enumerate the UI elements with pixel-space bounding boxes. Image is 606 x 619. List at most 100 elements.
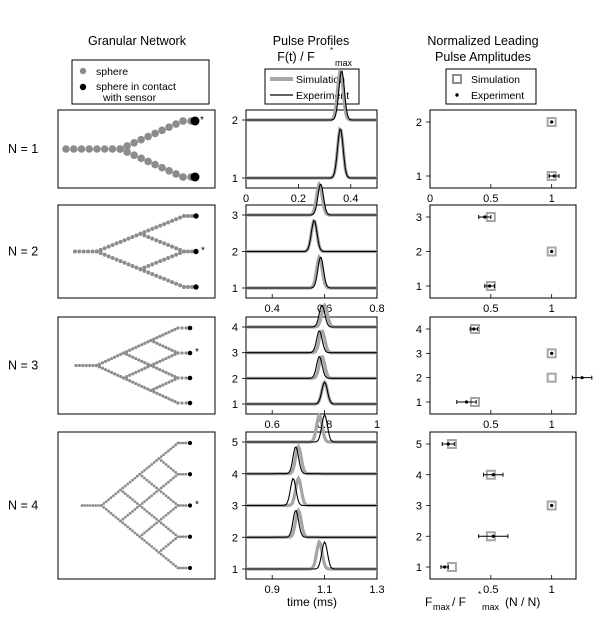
x-tick-label: 1 [549,584,555,596]
network-sphere [123,142,131,150]
network-sphere [167,527,170,531]
simulation-profile [246,539,377,571]
simulation-profile [246,126,377,180]
experiment-marker [446,442,450,446]
network-sphere [171,562,175,566]
amplitude-panel-border [429,431,577,580]
network-sphere [167,397,171,401]
network-sphere [135,474,139,478]
network-sphere [147,496,151,500]
network-sphere [179,472,183,476]
experiment-profile [246,304,377,328]
network-sphere [133,500,137,503]
channel-label: 1 [232,399,238,411]
sensor-sphere [190,116,200,126]
network-sphere [170,379,174,383]
network-legend: sphere sphere in contact with sensor [71,59,210,105]
network-sphere [173,327,177,331]
network-sphere [178,215,183,220]
network-sphere [164,331,168,336]
x-tick-label: 0.8 [317,419,332,431]
sensor-sphere [187,503,193,508]
network-sphere [150,463,154,466]
network-sphere [164,513,168,517]
network-sphere [158,368,162,372]
profiles-column-title: Pulse Profiles [273,34,349,48]
amplitude-panel-border [429,316,577,415]
channel-label: 3 [232,348,238,360]
channel-label: 2 [416,247,422,259]
network-sphere [162,222,167,227]
sphere-legend-marker [79,67,87,75]
network-sphere [173,377,177,381]
network-sphere [165,123,173,132]
network-sphere [143,476,146,480]
network-sphere [100,361,105,365]
network-sphere [140,474,144,478]
amplitudes-column-title-2: Pulse Amplitudes [435,50,531,64]
network-sphere [180,376,184,380]
network-sphere [159,549,163,552]
network-sphere [159,552,163,556]
simulation-profile [246,475,377,508]
x-tick-label: 1.1 [317,584,332,596]
network-sphere [122,351,126,355]
channel-label: 4 [232,469,238,481]
network-sphere [110,255,115,260]
network-sphere [97,365,102,369]
network-panel-4: N = 4* [8,431,216,580]
network-sphere [94,249,99,254]
network-sphere [159,486,163,490]
network-sphere [146,228,151,233]
network-sphere [169,498,173,502]
network-sphere [169,509,173,513]
network-sphere [145,478,149,482]
network-sphere [77,249,82,254]
network-sphere [131,509,134,513]
profiles-formula-sub: max [335,58,353,68]
time-axis-label: time (ms) [287,595,337,609]
network-panel-border [57,109,216,189]
network-sphere [149,338,153,343]
network-sphere [164,356,168,361]
network-sphere [161,394,165,398]
network-sphere [137,369,141,373]
network-sphere [164,370,168,375]
network-sphere [176,441,180,445]
experiment-marker [550,503,554,508]
network-panel-border [57,204,216,299]
simulation-marker [546,500,557,511]
sensor-sphere [187,400,193,406]
network-sphere [123,484,127,488]
amp-label-sep: / F [452,595,466,609]
reference-star: * [201,246,205,257]
network-sphere [190,285,194,289]
network-sphere [150,482,154,486]
network-sphere [97,504,101,507]
network-sphere [128,354,132,358]
network-sphere [167,372,171,376]
x-tick-label: 0.9 [265,584,280,596]
network-sphere [170,254,175,259]
network-panel-1: N = 1* [8,109,216,189]
network-sphere [134,370,138,375]
profiles-legend-box [264,68,360,105]
network-sphere [184,504,188,507]
network-sphere [98,247,103,252]
network-sphere [165,166,173,175]
network-sphere [164,482,168,486]
network-sphere [158,384,162,388]
network-sphere [145,466,149,470]
network-sphere [114,492,118,496]
network-sphere [112,513,115,517]
channel-label: 2 [416,531,422,543]
network-sphere [176,504,180,507]
network-sphere [162,492,166,496]
channel-label: 2 [416,373,422,385]
simulation-marker [546,348,557,359]
network-sphere [166,243,171,248]
network-sphere [121,517,125,521]
